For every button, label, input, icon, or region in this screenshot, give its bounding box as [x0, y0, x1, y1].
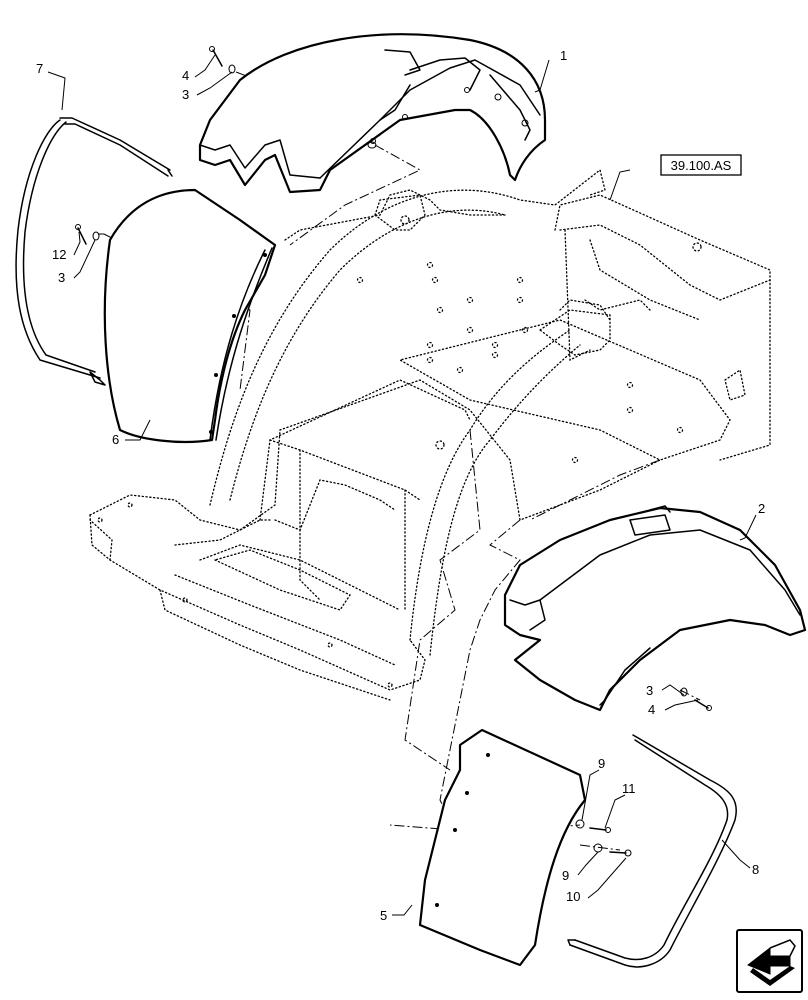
callout-4-top: 4	[182, 68, 189, 83]
reference-label: 39.100.AS	[671, 158, 732, 173]
callout-3-right: 3	[646, 683, 653, 698]
part-7-seal-strip	[15, 117, 173, 386]
callout-12: 12	[52, 247, 66, 262]
callout-6: 6	[112, 432, 119, 447]
part-2-lower-fender	[503, 505, 807, 712]
callout-7: 7	[36, 61, 43, 76]
callout-9-lower: 9	[562, 868, 569, 883]
callout-5: 5	[380, 908, 387, 923]
callout-8: 8	[752, 862, 759, 877]
callout-1: 1	[560, 48, 567, 63]
callout-3-top: 3	[182, 87, 189, 102]
reference-link-39-100-AS[interactable]: 39.100.AS	[660, 154, 742, 176]
callout-2: 2	[758, 501, 765, 516]
callout-9-upper: 9	[598, 756, 605, 771]
part-8-flap-strip	[567, 734, 737, 968]
part-1-upper-fender	[198, 33, 547, 194]
leader-lines	[47, 54, 757, 916]
part-6-side-panel	[103, 188, 277, 444]
chassis-holes	[97, 215, 702, 688]
callout-3-left: 3	[58, 270, 65, 285]
next-page-arrow-icon[interactable]	[736, 929, 803, 993]
callout-4-right: 4	[648, 702, 655, 717]
callout-labels: 1 2 3 3 3 4 4 5 6 7 8 9 9 10 11 12	[36, 48, 765, 923]
part-5-mud-flap	[418, 728, 587, 967]
callout-11: 11	[622, 781, 636, 796]
hardware	[75, 46, 712, 857]
callout-10: 10	[566, 889, 580, 904]
